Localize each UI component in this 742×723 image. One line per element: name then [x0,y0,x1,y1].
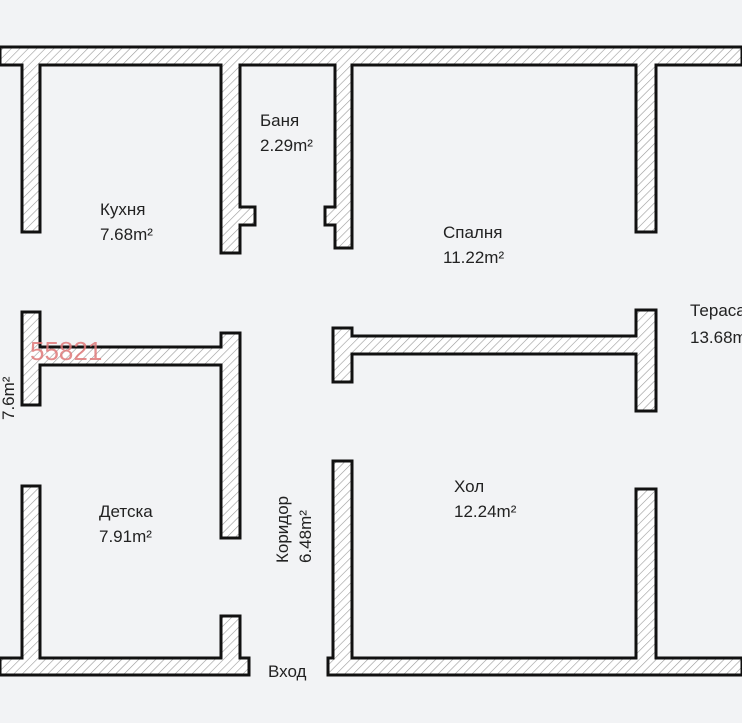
entrance-label: Вход [268,662,307,681]
room-kitchen-area: 7.68m² [100,225,153,244]
room-bath-name: Баня [260,111,299,130]
room-kitchen-name: Кухня [100,200,146,219]
room-bedroom-name: Спалня [443,223,502,242]
room-bath-area: 2.29m² [260,136,313,155]
room-bedroom-area: 11.22m² [443,248,504,267]
room-cut-left-area: 7.6m² [0,376,18,420]
left-lower-wall [0,484,251,677]
room-hall-area: 12.24m² [454,502,517,521]
bedroom-hall-wall [331,308,658,413]
room-kids-name: Детска [99,502,153,521]
room-corridor-area: 6.48m² [296,510,315,563]
watermark: 55821 [30,336,102,366]
hall-lower-wall [326,459,742,677]
room-corridor-name: Коридор [273,496,292,563]
room-kids-area: 7.91m² [99,527,152,546]
room-terrace-area: 13.68m² [690,328,742,347]
room-terrace-name: Тераса [690,301,742,320]
top-wall [0,45,742,255]
kitchen-kids-wall [20,310,242,540]
room-hall-name: Хол [454,477,484,496]
